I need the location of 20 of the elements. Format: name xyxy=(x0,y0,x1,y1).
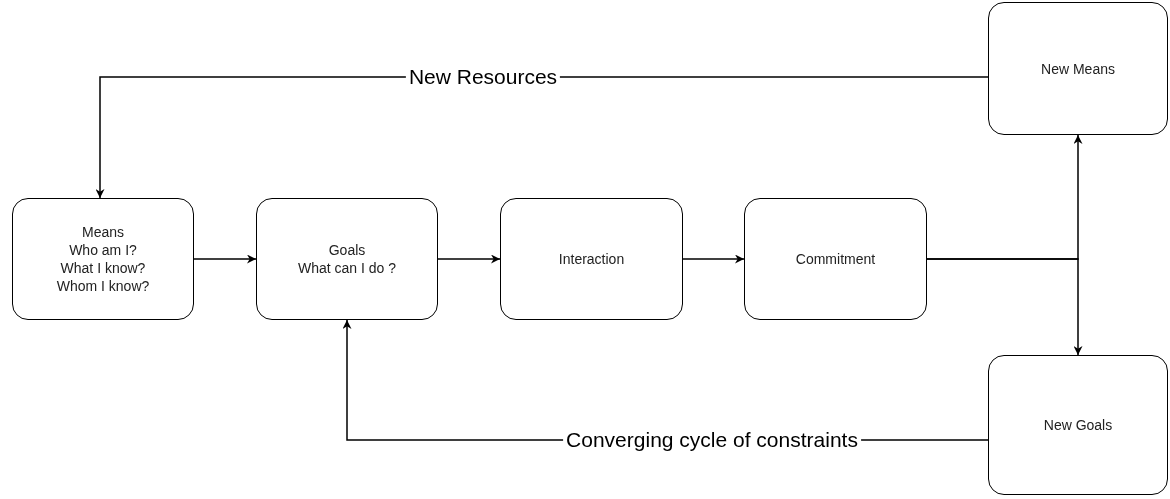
arrow xyxy=(437,254,501,264)
box-label: Commitment xyxy=(795,250,876,268)
box-label: Who am I? xyxy=(69,241,137,259)
box-label: Means xyxy=(82,223,124,241)
process-box xyxy=(500,198,683,320)
box-label: Interaction xyxy=(558,250,625,268)
box-label: New Goals xyxy=(1043,416,1113,434)
box-label: Whom I know? xyxy=(56,277,150,295)
box-label: What can I do ? xyxy=(297,259,397,277)
box-label: What I know? xyxy=(60,259,146,277)
box-label: Goals xyxy=(328,241,366,259)
arrow xyxy=(682,254,745,264)
process-box xyxy=(12,198,194,320)
process-box xyxy=(988,355,1168,495)
arrow xyxy=(193,254,257,264)
box-label: New Means xyxy=(1041,59,1115,78)
process-box xyxy=(988,2,1168,135)
arrow xyxy=(926,258,1083,356)
process-box xyxy=(744,198,927,320)
process-box xyxy=(256,198,438,320)
